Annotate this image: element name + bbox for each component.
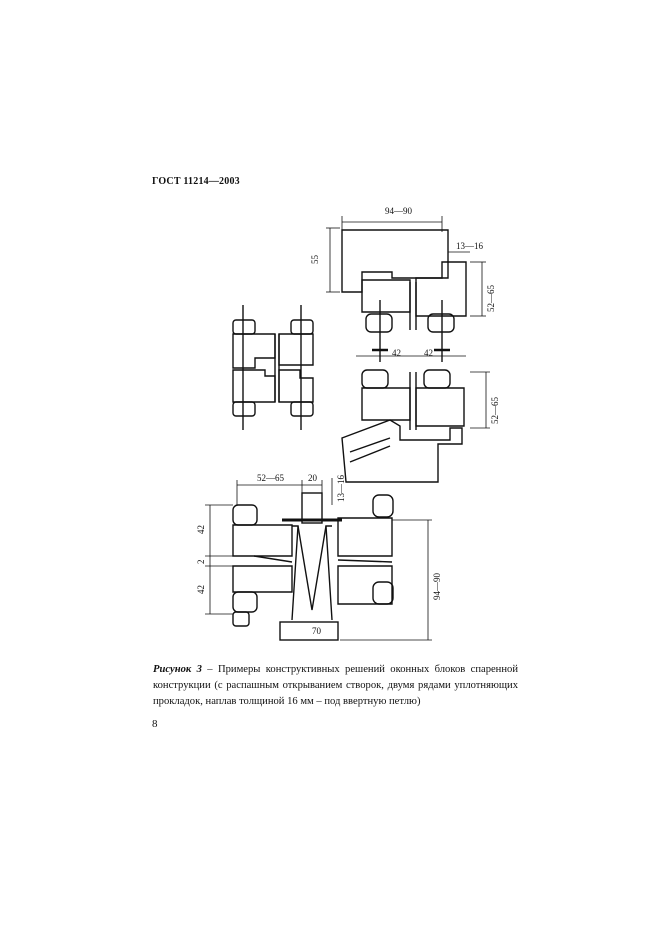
dimension-lines [205,216,490,641]
elevation-drawing [232,305,314,430]
dim-bottom-gap: 13—16 [336,475,346,503]
dim-left-mid: 2 [196,560,206,565]
dim-right-lower: 52—65 [490,397,500,425]
dim-left-lower: 42 [196,585,206,594]
dim-mid-left: 42 [392,348,401,358]
dim-left-upper: 42 [196,525,206,534]
dim-bottom-width: 52—65 [257,473,285,483]
page-number: 8 [152,718,158,730]
figure-label: Рисунок 3 [153,664,202,675]
dim-top-gap: 13—16 [456,241,484,251]
figure-caption: Рисунок 3 – Примеры конструктивных решен… [153,662,518,710]
dim-top-height: 55 [310,255,320,265]
dim-top-width: 94—90 [385,206,413,216]
dim-mid-right: 42 [424,348,433,358]
dim-bottom-sill: 70 [312,626,322,636]
head-section-drawing [341,229,467,362]
dim-right-upper: 52—65 [486,285,496,313]
dim-right-total: 94—90 [432,573,442,601]
mullion-section-drawing [232,492,394,641]
sill-section-drawing [341,369,465,483]
dim-bottom-center: 20 [308,473,318,483]
document-header: ГОСТ 11214—2003 [152,176,240,187]
figure-caption-text: – Примеры конструктивных решений оконных… [153,664,518,707]
